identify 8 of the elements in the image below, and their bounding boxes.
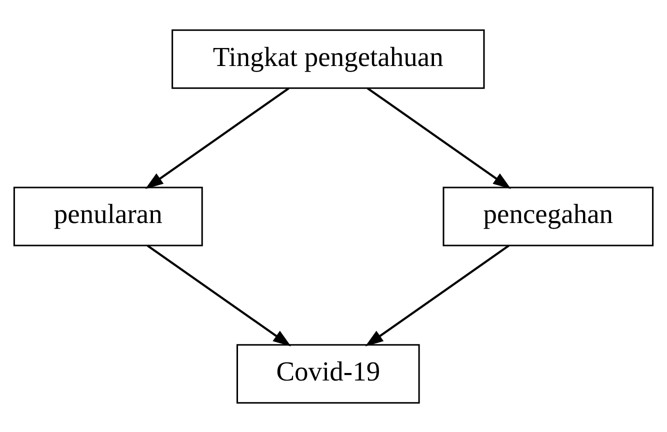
node-box: penularan [13,186,203,246]
arrow [365,244,510,346]
node-box: Covid-19 [236,344,420,404]
node-box: Tingkat pengetahuan [172,28,485,88]
arrow [145,86,290,188]
arrow [146,244,292,346]
node-box: pencegahan [442,186,654,246]
arrow [366,86,512,188]
